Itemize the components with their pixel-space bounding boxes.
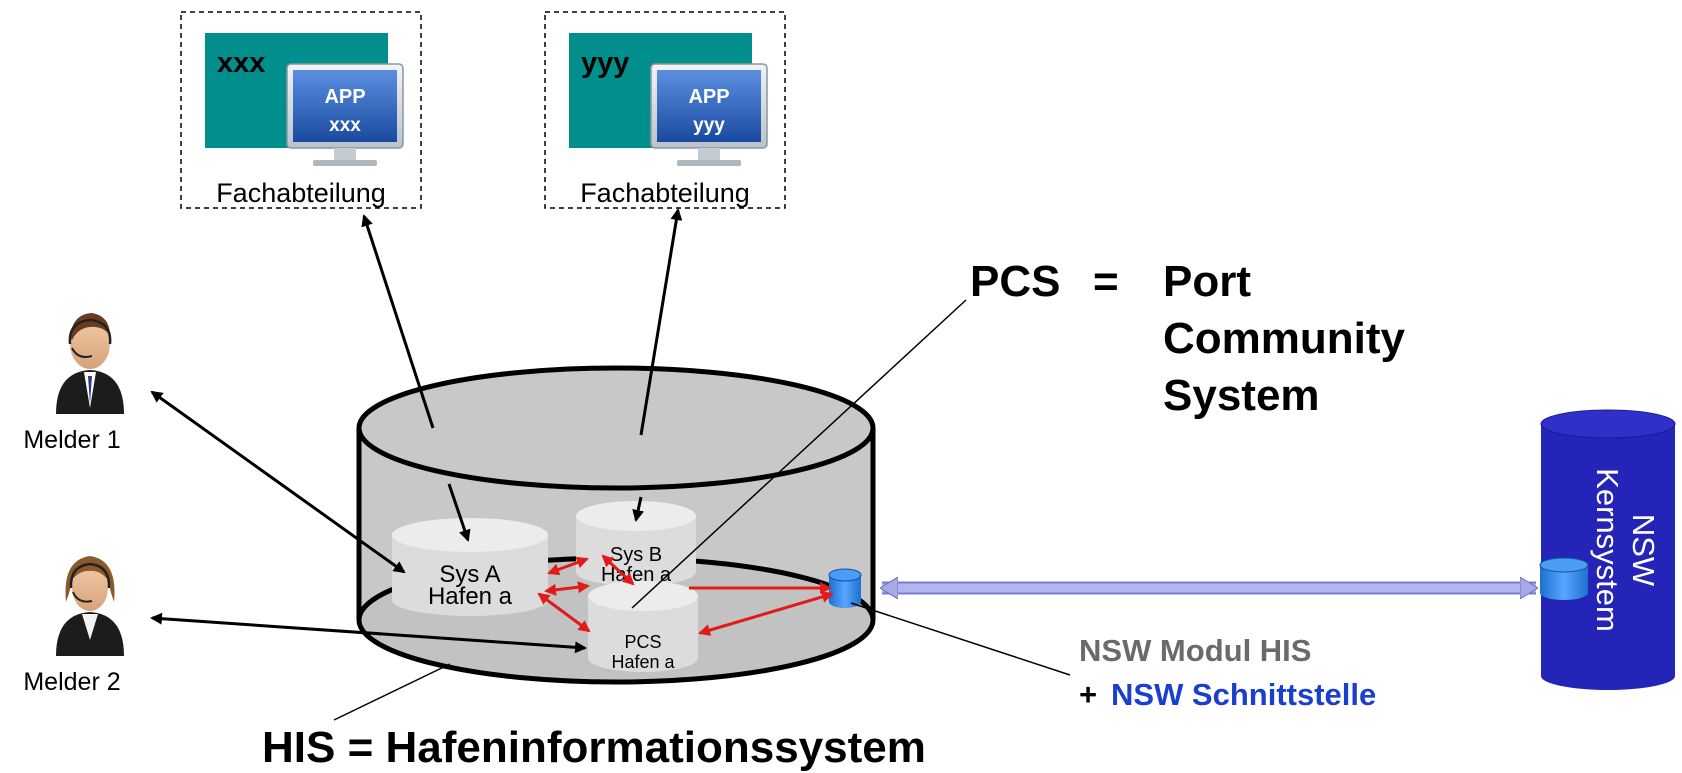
db-label-line1: Sys B — [610, 544, 662, 566]
department-caption: Fachabteilung — [216, 178, 386, 208]
db-label-line1: PCS — [624, 632, 661, 652]
nsw-module-db-icon — [828, 568, 862, 608]
pcs-abbr: PCS — [970, 257, 1060, 306]
his-label: HIS = Hafeninformationssystem — [262, 723, 926, 772]
app-label: APP — [688, 86, 729, 108]
arrow-into-sys-b — [632, 496, 644, 522]
nsw-core-system: NSW Kernsystem — [1540, 409, 1676, 690]
screen-label: yyy — [581, 47, 629, 79]
screen-label: xxx — [217, 47, 265, 79]
black-connectors — [150, 208, 683, 654]
reporter-label: Melder 2 — [23, 668, 120, 696]
nsw-core-line1: NSW — [1626, 514, 1661, 587]
red-arrow-pcs-nsw-module — [698, 591, 834, 636]
department-box — [544, 11, 786, 209]
app-sub-label: yyy — [693, 115, 725, 136]
red-arrow-pcs-sysb — [601, 554, 635, 586]
db-label-line1: Sys A — [439, 561, 500, 588]
arrow-reporter2-pcs — [150, 612, 587, 654]
person-male-icon — [56, 313, 124, 414]
red-connectors — [537, 554, 834, 636]
red-arrow-sysa-pcs-lower — [537, 592, 591, 633]
pcs-leader-line — [631, 299, 967, 609]
arrow-to-department-xxx — [361, 214, 435, 429]
pcs-line3: System — [1163, 371, 1320, 420]
red-arrow-sysa-pcs — [544, 581, 590, 596]
nsw-module-label: NSW Modul HIS — [1079, 633, 1311, 668]
app-sub-label: xxx — [329, 115, 361, 136]
monitor-icon — [650, 63, 768, 166]
pcs-line1: Port — [1163, 257, 1251, 306]
pcs-equals: = — [1093, 257, 1119, 306]
department-yyy: yyy APP yyy Fachabteilung — [544, 11, 786, 209]
arrow-reporter1-sys-a — [150, 390, 406, 574]
his-leader-line — [333, 663, 451, 721]
monitor-icon — [286, 63, 404, 166]
pcs-line2: Community — [1163, 314, 1406, 363]
reporter-1: Melder 1 — [23, 313, 124, 454]
db-sys-a: Sys A Hafen a — [392, 518, 548, 616]
db-label-line2: Hafen a — [611, 652, 675, 672]
nsw-plus: + — [1079, 677, 1097, 712]
person-female-icon — [56, 556, 124, 656]
arrow-to-department-yyy — [639, 208, 683, 436]
department-xxx: xxx APP xxx Fachabteilung — [180, 11, 422, 209]
department-caption: Fachabteilung — [580, 178, 750, 208]
reporter-2: Melder 2 — [23, 556, 124, 696]
red-arrow-sysa-sysb — [547, 556, 589, 576]
app-label: APP — [324, 86, 365, 108]
nsw-core-line2: Kernsystem — [1590, 468, 1625, 632]
arrow-into-sys-a — [447, 483, 471, 542]
nsw-interface-db-icon — [1539, 557, 1589, 600]
nsw-leader-line — [850, 602, 1071, 676]
nsw-interface-label: NSW Schnittstelle — [1111, 677, 1376, 712]
nsw-module-caption: NSW Modul HIS + NSW Schnittstelle — [1079, 633, 1376, 712]
department-box — [180, 11, 422, 209]
pcs-definition: PCS = Port Community System — [970, 257, 1406, 420]
db-pcs: PCS Hafen a — [588, 581, 698, 672]
db-label-line2: Hafen a — [428, 583, 513, 610]
reporter-label: Melder 1 — [23, 426, 120, 454]
